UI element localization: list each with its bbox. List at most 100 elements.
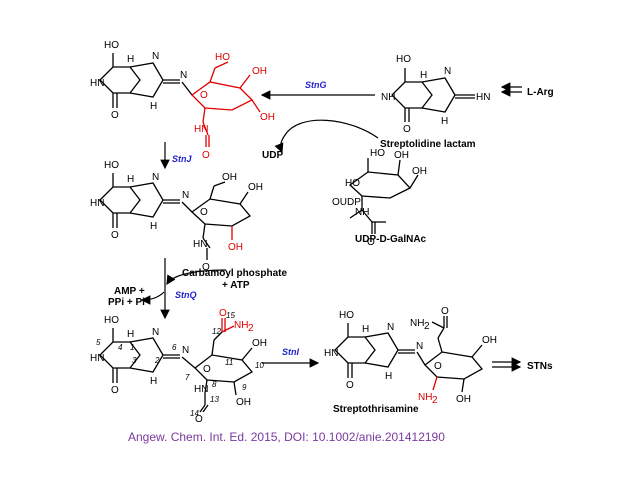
c4-oh1-label: OH	[482, 335, 497, 346]
stnj-enzyme-label: StnJ	[172, 154, 192, 164]
red-carbamoyl-3	[221, 318, 235, 333]
streptothrisamine-label: Streptothrisamine	[333, 404, 419, 415]
c4-oh2-label: OH	[456, 394, 471, 405]
c3-ho-label: HO	[104, 315, 119, 326]
c1-red-o2-label: O	[202, 150, 210, 161]
glycoside-1-structure	[99, 53, 193, 108]
c1-n-label: N	[152, 51, 159, 62]
c3-oh2-label: OH	[236, 397, 251, 408]
streptothrisamine-structure	[334, 316, 484, 393]
pos-10: 10	[255, 361, 264, 370]
c2-h-label: H	[127, 174, 134, 185]
c1-red-o-label: O	[200, 90, 208, 101]
c4-n2-label: N	[416, 341, 423, 352]
pos-2: 2	[154, 356, 160, 365]
c4-red-nh2-label: NH	[418, 392, 432, 403]
lactam-o-label: O	[403, 124, 411, 135]
galnac-nh-label: NH	[355, 207, 369, 218]
c1-h2-label: H	[150, 101, 157, 112]
streptolidine-lactam-structure	[391, 68, 475, 122]
c4-nh2-sub: 2	[424, 321, 430, 332]
c4-h-label: H	[362, 324, 369, 335]
c2-h2-label: H	[150, 221, 157, 232]
c4-hn-label: HN	[324, 348, 338, 359]
pos-1: 1	[130, 343, 134, 352]
lactam-nh-label: NH	[381, 92, 395, 103]
red-sugar-1	[191, 61, 261, 147]
c2-n-label: N	[152, 172, 159, 183]
glycoside-2-structure	[99, 173, 252, 260]
amp-label: AMP +	[114, 286, 145, 297]
galnac-oh2-label: OH	[412, 166, 427, 177]
c4-ho-label: HO	[339, 310, 354, 321]
c2-hn2-label: HN	[193, 239, 207, 250]
c3-o-label: O	[111, 385, 119, 396]
pos-6: 6	[172, 343, 177, 352]
lactam-ho-label: HO	[396, 54, 411, 65]
pos-5: 5	[96, 338, 101, 347]
stni-enzyme-label: StnI	[282, 347, 299, 357]
c4-o-label: O	[346, 380, 354, 391]
c2-ho-label: HO	[104, 160, 119, 171]
c3-red-nh2-label: NH	[234, 320, 248, 331]
c3-n2-label: N	[182, 345, 189, 356]
citation-text: Angew. Chem. Int. Ed. 2015, DOI: 10.1002…	[128, 430, 445, 444]
c2-o2-label: O	[202, 262, 210, 273]
udp-release-arrow	[274, 119, 379, 154]
pos-11: 11	[225, 358, 233, 367]
c2-hn-label: HN	[90, 198, 104, 209]
c2-n2-label: N	[182, 190, 189, 201]
stng-enzyme-label: StnG	[305, 80, 327, 90]
l-arg-label: L-Arg	[527, 87, 554, 98]
pos-15: 15	[226, 311, 235, 320]
atp-label: + ATP	[222, 280, 250, 291]
c3-o2-label: O	[195, 414, 203, 425]
c3-oh1-label: OH	[252, 338, 267, 349]
lactam-hn-label: HN	[476, 92, 490, 103]
c4-red-nh2-sub: 2	[432, 395, 438, 406]
lactam-n-label: N	[444, 66, 451, 77]
galnac-oudp-label: OUDP	[332, 197, 361, 208]
pos-7: 7	[185, 373, 190, 382]
pos-13: 13	[210, 395, 219, 404]
udp-label: UDP	[262, 150, 283, 161]
pos-12: 12	[212, 327, 221, 336]
c1-n2-label: N	[180, 70, 187, 81]
amp-output-arrow	[140, 291, 165, 305]
c3-hn2-label: HN	[194, 384, 208, 395]
udp-galnac-structure	[348, 158, 419, 234]
c4-nh2-label: NH	[410, 318, 424, 329]
pos-8: 8	[212, 380, 217, 389]
c1-o-label: O	[111, 110, 119, 121]
c2-o-label: O	[111, 230, 119, 241]
c1-red-oh2-label: OH	[260, 112, 275, 123]
carbamoyl-phosphate-label: Carbamoyl phosphate	[182, 268, 287, 279]
c2-oh2-label: OH	[248, 182, 263, 193]
c1-red-ho-label: HO	[215, 52, 230, 63]
c3-hn-label: HN	[90, 353, 104, 364]
c3-o-ring-label: O	[203, 364, 211, 375]
c3-h-label: H	[127, 329, 134, 340]
c1-red-hn-label: HN	[194, 124, 208, 135]
galnac-ho1-label: HO	[370, 148, 385, 159]
lactam-h-label: H	[420, 70, 427, 81]
galnac-o-label: O	[367, 237, 375, 248]
stnq-enzyme-label: StnQ	[175, 290, 197, 300]
carbamoyl-glycoside-structure	[99, 328, 254, 413]
c3-h2-label: H	[150, 376, 157, 387]
c1-red-oh1-label: OH	[252, 66, 267, 77]
c4-n-label: N	[387, 322, 394, 333]
c1-ho-label: HO	[104, 40, 119, 51]
stns-label: STNs	[527, 361, 553, 372]
lactam-h2-label: H	[441, 116, 448, 127]
pos-4: 4	[118, 343, 123, 352]
c3-red-o-label: O	[219, 308, 227, 319]
ppi-label: PPi + Pi	[108, 297, 145, 308]
galnac-ho2-label: HO	[345, 178, 360, 189]
c4-h2-label: H	[385, 371, 392, 382]
c4-o2-label: O	[441, 306, 449, 317]
c2-oh1-label: OH	[222, 172, 237, 183]
c1-hn-label: HN	[90, 78, 104, 89]
c1-h-label: H	[127, 54, 134, 65]
